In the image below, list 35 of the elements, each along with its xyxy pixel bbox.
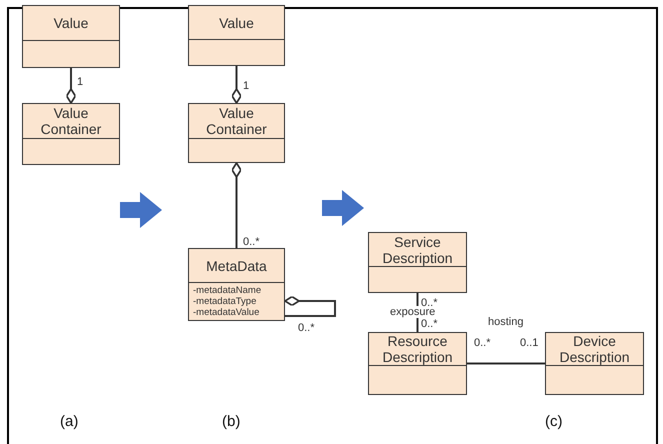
panel-label: (c) [545,413,562,430]
association-line [66,68,76,104]
attribute-list: -metadataName -metadataType -metadataValue [193,285,279,318]
class-name: Device Description [558,333,631,365]
panel-label: (b) [222,413,240,430]
class-box [22,5,120,68]
multiplicity-label: 0..* [421,318,438,330]
edge-label: 1 [77,76,84,88]
edge-label: hosting [488,316,524,328]
association-line [231,162,242,248]
class-name: Value Container [205,105,268,137]
class-name: Value Container [40,105,102,137]
class-box [22,103,120,165]
class-box [188,103,285,163]
class-name: Resource Description [381,333,454,365]
class-box [368,332,467,395]
multiplicity-label: 0..1 [520,337,538,349]
class-name: Service Description [381,234,454,266]
edge-label: 0..* [243,236,260,248]
class-box [188,248,285,321]
self-association-line [284,296,336,317]
class-name: Value [54,15,88,31]
association-line [467,362,545,364]
multiplicity-label: 0..* [421,297,438,309]
edge-label: 0..* [298,322,315,334]
class-name: Value [219,14,254,30]
multiplicity-label: 0..* [474,337,491,349]
edge-label: exposure [390,306,436,318]
association-line [231,66,242,104]
class-box [368,232,467,293]
edge-label: 1 [243,80,250,92]
panel-label: (a) [60,413,78,430]
class-name: MetaData [206,258,267,274]
class-box [188,5,285,66]
class-box [545,332,644,395]
